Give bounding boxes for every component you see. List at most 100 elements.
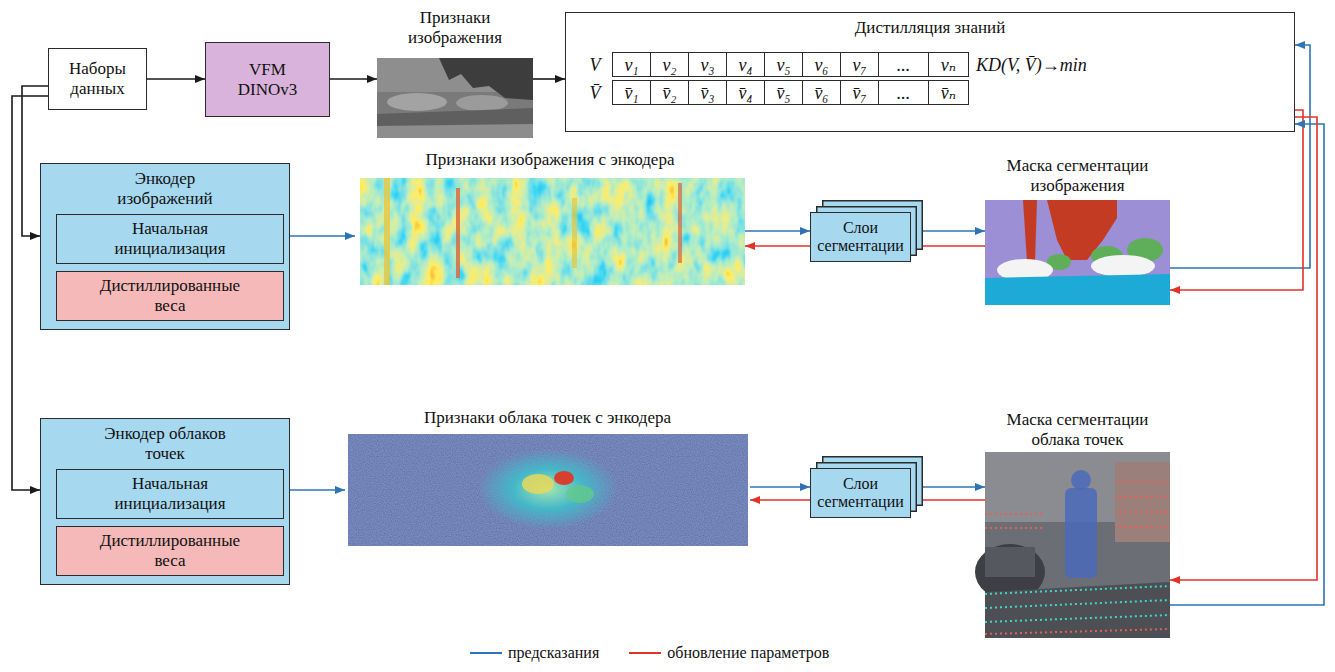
update-arrow [1170, 110, 1303, 290]
vector-element: v₆ [814, 56, 828, 74]
vector-element: v̄₄ [738, 84, 752, 102]
pointcloud-feature-image [348, 434, 748, 546]
init-box: Начальная инициализация [56, 214, 284, 264]
vector-element: v̄₃ [700, 84, 714, 102]
table-cell: v̄₄ [726, 80, 765, 105]
box-label: Дистиллированные веса [95, 531, 245, 570]
vector-element: v̄₇ [852, 84, 866, 102]
flow-arrow [147, 78, 205, 80]
prediction-arrow [290, 489, 345, 491]
box-label: Дистиллированные веса [95, 276, 245, 315]
formula-label: V̄ [582, 80, 608, 105]
table-cell: v̄₁ [612, 80, 651, 105]
mask-panel: Маска сегментации облака точек [985, 410, 1170, 638]
formula-label: KD(V, V̄)→min [976, 52, 1126, 77]
encoder-box: Энкодер изображенийНачальная инициализац… [40, 163, 290, 330]
table-cell: v₅ [764, 52, 803, 77]
legend-item: обновление параметров [629, 644, 829, 662]
update-arrow [750, 499, 810, 501]
pointcloud-mask-photo [975, 452, 1170, 638]
update-arrow [745, 245, 810, 247]
table-cell: v̄₆ [802, 80, 841, 105]
table-cell: v₂ [650, 52, 689, 77]
vector-element: v₃ [700, 56, 714, 74]
encoder-box: Энкодер облаков точекНачальная инициализ… [40, 418, 290, 585]
table-cell: v̄₂ [650, 80, 689, 105]
vector-element: v₅ [776, 56, 790, 74]
dataset-box: Наборы данных [48, 48, 147, 110]
flow-arrow [330, 78, 377, 80]
weights-box: Дистиллированные веса [56, 526, 284, 576]
legend-item: предсказания [470, 644, 599, 662]
init-box: Начальная инициализация [56, 469, 284, 519]
table-cell: v₁ [612, 52, 651, 77]
encoder-heatmap-image [360, 178, 745, 285]
vector-element: ... [897, 84, 911, 102]
update-arrow [911, 245, 985, 247]
box-label: Начальная инициализация [105, 219, 235, 258]
vector-element: v̄ₙ [941, 84, 956, 102]
table-cell: v₆ [802, 52, 841, 77]
legend-text: обновление параметров [667, 644, 829, 662]
prediction-arrow [911, 230, 985, 232]
vector-element: v̄₁ [624, 84, 638, 102]
vector-element: vₙ [941, 56, 956, 74]
vector-element: ... [897, 56, 911, 74]
prediction-arrow [290, 235, 355, 237]
vector-element: v₄ [738, 56, 752, 74]
formula-label: V [582, 52, 608, 77]
segmentation-mask-image [985, 200, 1170, 305]
box-label: Начальная инициализация [105, 474, 235, 513]
prediction-arrow [1170, 124, 1324, 605]
legend: предсказания обновление параметров [470, 644, 829, 662]
mask-panel: Маска сегментации изображения [985, 156, 1170, 305]
panel-heading: Маска сегментации изображения [988, 156, 1168, 195]
pointcloud-feature-panel: Признаки облака точек с энкодера [345, 408, 750, 546]
table-cell: v̄₅ [764, 80, 803, 105]
encoder-feature-panel: Признаки изображения с энкодера [355, 150, 745, 285]
table-cell: v̄₇ [840, 80, 879, 105]
panel-heading: Признаки изображения [390, 8, 520, 47]
formula-text: V̄ [590, 84, 601, 102]
box-label: Слои сегментации [817, 219, 905, 256]
box-label: Энкодер изображений [100, 169, 230, 208]
update-arrow [911, 499, 985, 501]
panel-heading: Маска сегментации облака точек [988, 410, 1168, 449]
feature-map-image [377, 58, 533, 138]
vector-element: v̄₅ [776, 84, 790, 102]
table-cell: v̄₃ [688, 80, 727, 105]
table-cell: v₄ [726, 52, 765, 77]
prediction-arrow [911, 486, 985, 488]
table-cell: v₇ [840, 52, 879, 77]
flow-arrow [533, 78, 565, 80]
table-cell: ... [878, 80, 929, 105]
table-cell: ... [878, 52, 929, 77]
panel-heading: Признаки облака точек с энкодера [424, 408, 671, 428]
segmentation-layers: Слои сегментации [810, 468, 911, 518]
table-cell: v̄ₙ [928, 80, 969, 105]
table-cell: vₙ [928, 52, 969, 77]
box-label: Наборы данных [55, 59, 140, 98]
weights-box: Дистиллированные веса [56, 271, 284, 321]
vector-element: v̄₂ [662, 84, 676, 102]
vector-element: v₇ [852, 56, 866, 74]
vector-element: v̄₆ [814, 84, 828, 102]
prediction-arrow [750, 486, 810, 488]
legend-text: предсказания [508, 644, 599, 662]
box-label: Слои сегментации [817, 475, 905, 512]
update-arrow [1170, 117, 1317, 580]
table-cell: v₃ [688, 52, 727, 77]
vector-element: v₁ [624, 56, 638, 74]
prediction-arrow [745, 230, 810, 232]
legend-line-sample [629, 648, 661, 658]
legend-line-sample [470, 648, 502, 658]
formula-text: V [590, 56, 601, 74]
vector-element: v₂ [662, 56, 676, 74]
box-label: Дистилляция знаний [855, 18, 1005, 38]
box-label: Энкодер облаков точек [85, 424, 245, 463]
box-label: VFM DINOv3 [223, 60, 313, 99]
feature-image-panel: Признаки изображения [377, 8, 533, 138]
segmentation-layers: Слои сегментации [810, 212, 911, 262]
model-box: VFM DINOv3 [205, 42, 330, 117]
formula-text: KD(V, V̄)→min [976, 56, 1087, 74]
